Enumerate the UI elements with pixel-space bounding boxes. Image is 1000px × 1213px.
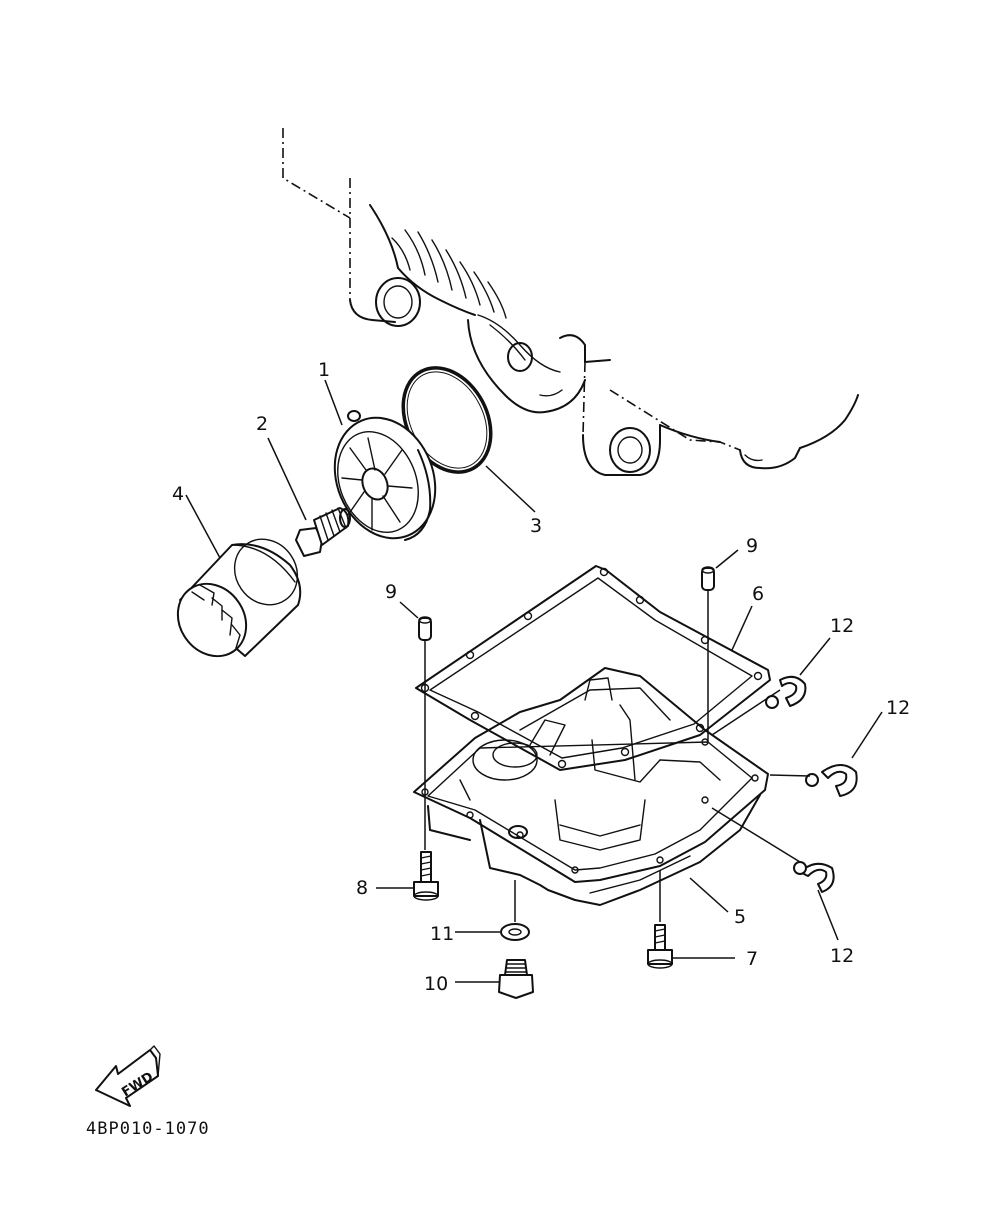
callout-12-middle: 12 xyxy=(886,697,910,719)
callout-3: 3 xyxy=(530,515,542,537)
part-10-drain-plug xyxy=(498,959,534,999)
leader-lines xyxy=(185,379,883,983)
part-11-washer xyxy=(500,923,530,941)
part-12-clamps xyxy=(765,675,858,893)
part-1-filter-housing xyxy=(333,410,437,541)
forward-direction-arrow: FWD xyxy=(95,1045,161,1107)
part-7-bolt xyxy=(647,924,673,969)
callout-2: 2 xyxy=(256,413,268,435)
part-5-oil-pan xyxy=(413,667,769,906)
callout-8: 8 xyxy=(356,877,368,899)
part-6-gasket xyxy=(415,565,771,771)
callout-labels: 1 2 3 4 5 6 7 8 9 9 10 11 12 12 12 xyxy=(172,359,910,995)
callout-10: 10 xyxy=(424,973,448,995)
part-4-oil-filter xyxy=(176,538,302,658)
callout-4: 4 xyxy=(172,483,184,505)
part-8-bolt xyxy=(413,851,439,901)
callout-9-lower: 9 xyxy=(385,581,397,603)
callout-5: 5 xyxy=(734,906,746,928)
engine-crankcase xyxy=(282,128,859,476)
callout-12-bottom: 12 xyxy=(830,945,854,967)
callout-9-upper: 9 xyxy=(746,535,758,557)
drawing-code: 4BP010-1070 xyxy=(86,1119,210,1139)
callout-11: 11 xyxy=(430,923,454,945)
callout-7: 7 xyxy=(746,948,758,970)
callout-6: 6 xyxy=(752,583,764,605)
part-2-union-bolt xyxy=(295,507,351,557)
callout-1: 1 xyxy=(318,359,330,381)
callout-12-top: 12 xyxy=(830,615,854,637)
